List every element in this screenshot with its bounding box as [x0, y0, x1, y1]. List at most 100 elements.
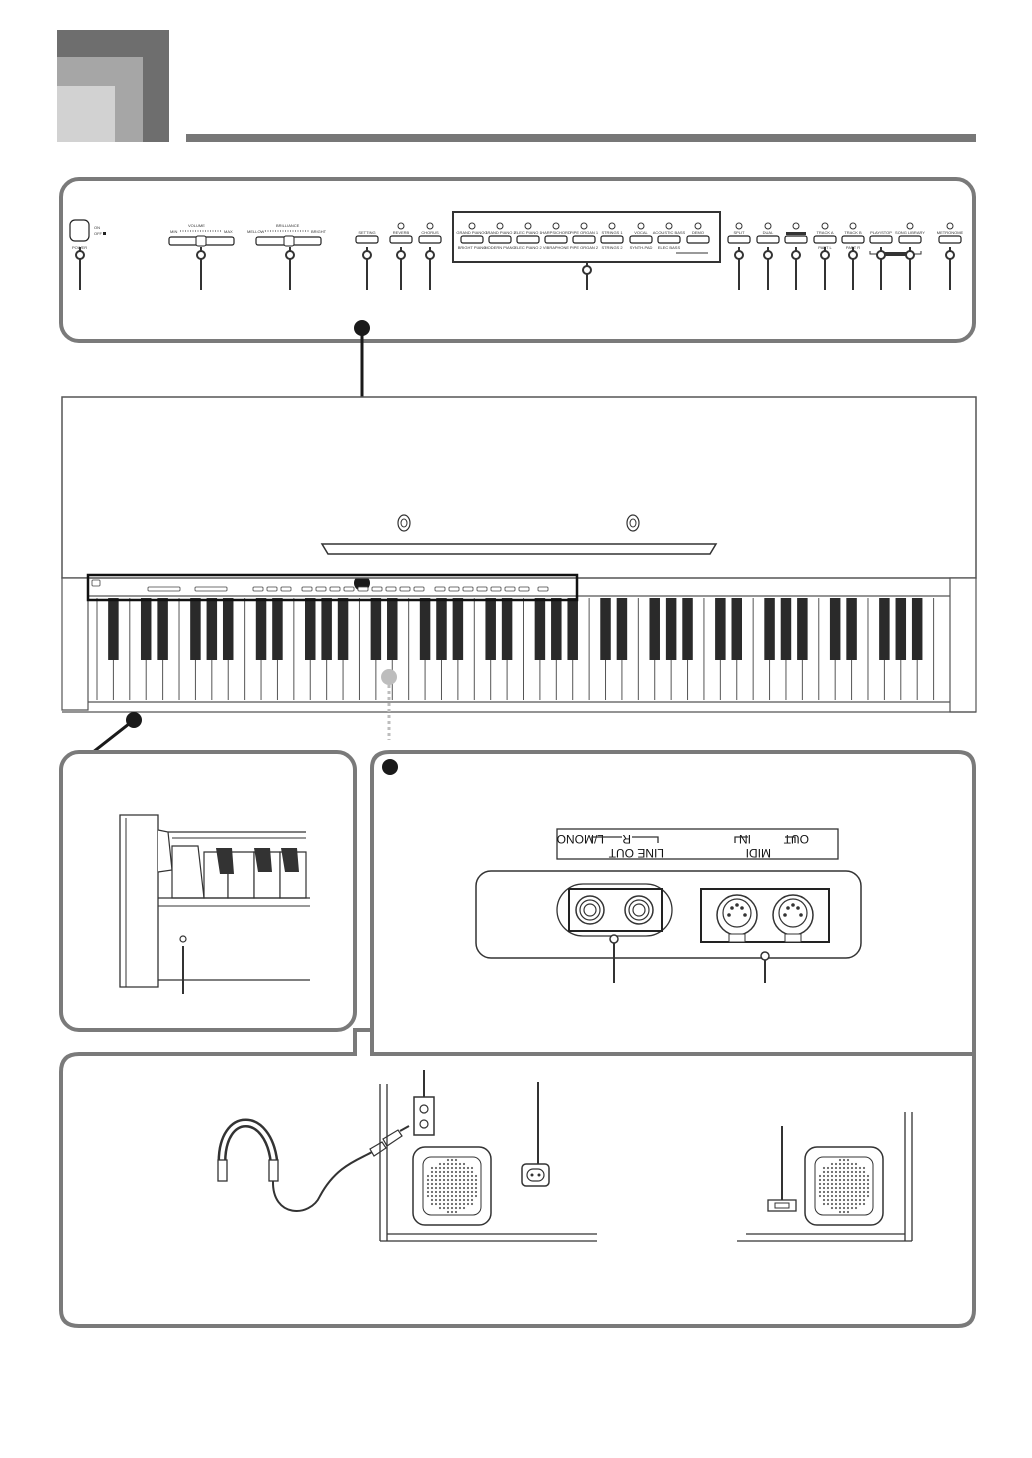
- button-led: [397, 222, 405, 230]
- black-key[interactable]: [387, 598, 398, 660]
- black-key[interactable]: [731, 598, 742, 660]
- black-key[interactable]: [140, 598, 152, 660]
- black-key[interactable]: [255, 598, 267, 660]
- speaker-hole: [450, 1174, 454, 1178]
- black-key[interactable]: [600, 598, 611, 660]
- panel-button[interactable]: [600, 235, 624, 244]
- speaker-hole: [466, 1178, 470, 1182]
- black-key[interactable]: [829, 598, 841, 660]
- black-key[interactable]: [305, 598, 316, 660]
- black-key[interactable]: [780, 598, 792, 660]
- black-key[interactable]: [370, 598, 382, 660]
- speaker-hole: [474, 1190, 478, 1194]
- piano-illustration: [61, 396, 977, 740]
- black-key[interactable]: [157, 598, 168, 660]
- midi-out-jack[interactable]: [716, 894, 758, 943]
- black-key[interactable]: [419, 598, 431, 660]
- panel-button[interactable]: [813, 235, 837, 244]
- black-key[interactable]: [452, 598, 464, 660]
- panel-button[interactable]: [355, 235, 379, 244]
- panel-button[interactable]: [841, 235, 865, 244]
- headphone-jack[interactable]: [179, 935, 187, 943]
- black-key[interactable]: [501, 598, 513, 660]
- black-key[interactable]: [895, 598, 907, 660]
- black-key[interactable]: [616, 598, 628, 660]
- panel-button[interactable]: [460, 235, 484, 244]
- panel-button[interactable]: [869, 235, 893, 244]
- panel-button-label: ELEC PIANO 1: [514, 230, 542, 235]
- panel-button[interactable]: [727, 235, 751, 244]
- panel-button[interactable]: [657, 235, 681, 244]
- panel-button[interactable]: [488, 235, 512, 244]
- speaker-hole: [822, 1178, 826, 1182]
- button-led: [821, 222, 829, 230]
- speaker-hole: [862, 1174, 866, 1178]
- black-key[interactable]: [797, 598, 808, 660]
- black-key[interactable]: [485, 598, 496, 660]
- black-key[interactable]: [206, 598, 218, 660]
- black-key[interactable]: [551, 598, 562, 660]
- dc-in-jack[interactable]: [413, 1096, 435, 1136]
- speaker-hole: [430, 1194, 434, 1198]
- leader-dot: [582, 265, 592, 275]
- panel-button[interactable]: [784, 235, 808, 244]
- speaker-hole: [858, 1174, 862, 1178]
- black-key[interactable]: [665, 598, 677, 660]
- black-key[interactable]: [649, 598, 660, 660]
- power-button[interactable]: [69, 219, 90, 242]
- header-graphic: [57, 30, 976, 142]
- speaker-hole: [458, 1182, 462, 1186]
- speaker-hole: [430, 1202, 434, 1206]
- black-key[interactable]: [846, 598, 857, 660]
- midi-in-jack[interactable]: [772, 894, 814, 943]
- panel-button[interactable]: [756, 235, 780, 244]
- brilliance-label: BRILLIANCE: [276, 223, 300, 228]
- speaker-hole: [458, 1190, 462, 1194]
- piano-panel-highlight: [86, 573, 579, 602]
- speaker-hole: [446, 1182, 450, 1186]
- brilliance-high-label: BRIGHT: [311, 229, 327, 234]
- panel-button[interactable]: [544, 235, 568, 244]
- speaker-hole: [450, 1162, 454, 1166]
- black-key[interactable]: [190, 598, 201, 660]
- black-key[interactable]: [715, 598, 726, 660]
- panel-button[interactable]: [629, 235, 653, 244]
- speaker-hole: [450, 1158, 454, 1162]
- line-out-l-label: L/MONO: [557, 832, 604, 846]
- speaker-hole: [470, 1202, 474, 1206]
- black-key[interactable]: [222, 598, 234, 660]
- line-out-l-jack[interactable]: [624, 895, 654, 925]
- speaker-hole: [858, 1186, 862, 1190]
- black-key[interactable]: [337, 598, 349, 660]
- speaker-hole: [830, 1166, 834, 1170]
- black-key[interactable]: [321, 598, 332, 660]
- speaker-hole: [822, 1174, 826, 1178]
- black-key[interactable]: [879, 598, 890, 660]
- line-out-r-jack[interactable]: [575, 895, 605, 925]
- speaker-hole: [826, 1174, 830, 1178]
- panel-button[interactable]: [418, 235, 442, 244]
- speaker-hole: [826, 1182, 830, 1186]
- speaker-hole: [462, 1182, 466, 1186]
- panel-button[interactable]: [686, 235, 710, 244]
- panel-button[interactable]: [898, 235, 922, 244]
- panel-button[interactable]: [516, 235, 540, 244]
- black-key[interactable]: [911, 598, 923, 660]
- panel-button[interactable]: [572, 235, 596, 244]
- panel-button[interactable]: [938, 235, 962, 244]
- speaker-hole: [830, 1202, 834, 1206]
- speaker-hole: [474, 1194, 478, 1198]
- midi-pin: [730, 906, 734, 910]
- black-key[interactable]: [436, 598, 447, 660]
- speaker-hole: [838, 1170, 842, 1174]
- panel-button[interactable]: [389, 235, 413, 244]
- speaker-hole: [434, 1202, 438, 1206]
- black-key[interactable]: [108, 598, 119, 660]
- black-key[interactable]: [534, 598, 546, 660]
- speaker-hole: [470, 1182, 474, 1186]
- black-key[interactable]: [682, 598, 693, 660]
- black-key[interactable]: [764, 598, 775, 660]
- black-key[interactable]: [567, 598, 578, 660]
- black-key[interactable]: [272, 598, 283, 660]
- speaker-hole: [862, 1194, 866, 1198]
